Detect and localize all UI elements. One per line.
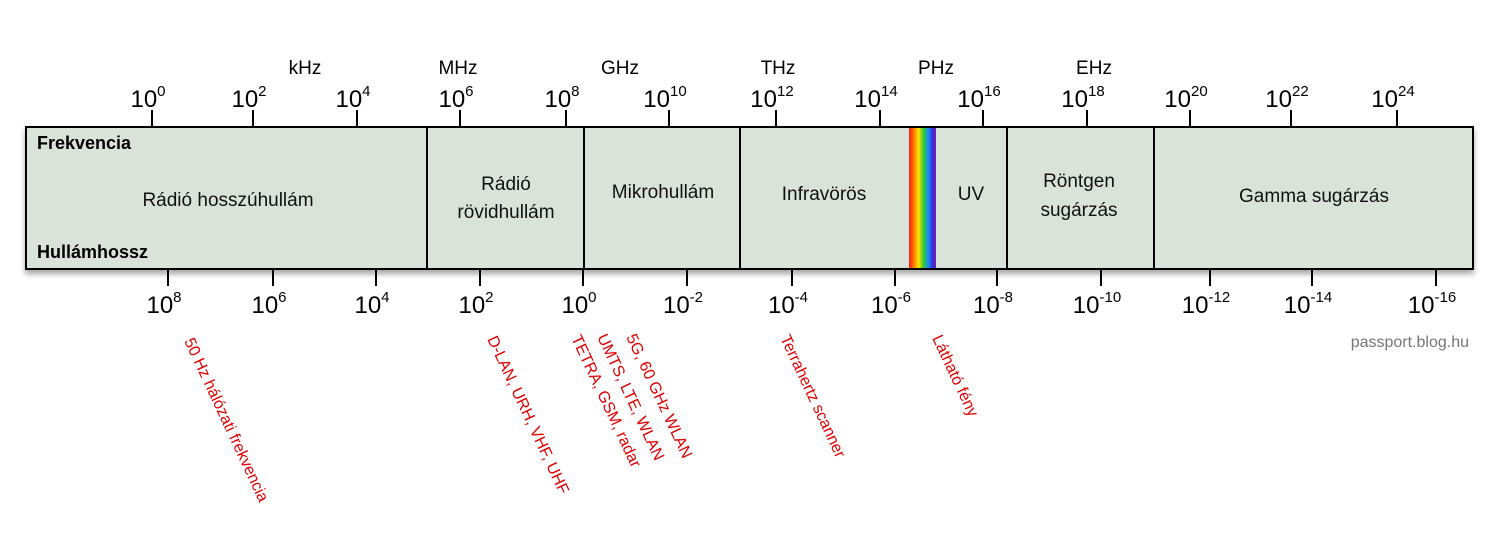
wavelength-tick-label: 10-16 (1408, 289, 1456, 319)
spectrum-bar (25, 126, 1474, 270)
wavelength-row-title: Hullámhossz (37, 242, 148, 262)
frequency-tick-label: 106 (438, 83, 473, 113)
wavelength-axis: 108 106 104 102 100 10-2 10-4 10-6 10-8 10-10 10-1… (146, 269, 1456, 319)
unit-ehz: EHz (1076, 58, 1112, 79)
band-microwave: Mikrohullám (612, 182, 714, 203)
unit-ghz: GHz (601, 58, 639, 79)
application-terahertz: Terrahertz scanner (776, 333, 848, 462)
frequency-tick-label: 1024 (1371, 83, 1414, 113)
wavelength-tick-label: 10-6 (871, 289, 911, 319)
visible-light-strip (909, 128, 936, 268)
frequency-tick-label: 1010 (643, 83, 686, 113)
credit-text: passport.blog.hu (1351, 334, 1469, 351)
wavelength-tick-label: 106 (251, 289, 286, 319)
frequency-tick-label: 1018 (1061, 83, 1104, 113)
frequency-tick-label: 1020 (1164, 83, 1207, 113)
band-gamma: Gamma sugárzás (1239, 186, 1389, 207)
spectrum-bar-background (25, 126, 1474, 270)
wavelength-tick-label: 10-8 (973, 289, 1013, 319)
band-dividers (426, 127, 1155, 269)
band-labels: Rádió hosszúhullám Rádió rövidhullám Mik… (142, 171, 1389, 223)
application-dlan: D-LAN, URH, VHF, UHF (483, 334, 571, 498)
wavelength-tick-label: 10-2 (663, 289, 703, 319)
wavelength-tick-label: 10-4 (768, 289, 808, 319)
wavelength-tick-label: 108 (146, 289, 181, 319)
wavelength-tick-label: 104 (354, 289, 389, 319)
frequency-tick-label: 100 (130, 83, 165, 113)
unit-khz: kHz (289, 58, 322, 79)
frequency-tick-label: 1012 (750, 83, 793, 113)
band-xray-line1: Röntgen (1043, 171, 1115, 192)
frequency-units: kHz MHz GHz THz PHz EHz (289, 58, 1112, 79)
wavelength-tick-label: 10-10 (1073, 289, 1121, 319)
band-uv: UV (958, 184, 985, 205)
wavelength-tick-label: 10-12 (1182, 289, 1230, 319)
band-radio-long-wave: Rádió hosszúhullám (142, 190, 313, 211)
frequency-tick-label: 104 (335, 83, 370, 113)
frequency-tick-label: 102 (231, 83, 266, 113)
band-infrared: Infravörös (782, 184, 866, 205)
wavelength-tick-label: 102 (458, 289, 493, 319)
frequency-tick-label: 1014 (854, 83, 897, 113)
band-radio-short-wave-line1: Rádió (481, 174, 531, 195)
application-visible-light: Látható fény (928, 333, 981, 420)
application-50hz: 50 Hz hálózati frekvencia (180, 336, 271, 505)
frequency-tick-label: 1016 (957, 83, 1000, 113)
unit-phz: PHz (918, 58, 954, 79)
band-xray-line2: sugárzás (1040, 200, 1117, 221)
frequency-tick-label: 108 (544, 83, 579, 113)
wavelength-tick-label: 100 (561, 289, 596, 319)
unit-mhz: MHz (438, 58, 477, 79)
applications: 50 Hz hálózati frekvencia D-LAN, URH, VH… (180, 332, 981, 505)
wavelength-tick-label: 10-14 (1284, 289, 1332, 319)
unit-thz: THz (761, 58, 796, 79)
frequency-row-title: Frekvencia (37, 133, 132, 153)
band-radio-short-wave-line2: rövidhullám (457, 202, 554, 223)
frequency-tick-label: 1022 (1265, 83, 1308, 113)
frequency-axis: 100 102 104 106 108 1010 1012 1014 1016 1018 1020 1… (130, 83, 1415, 127)
